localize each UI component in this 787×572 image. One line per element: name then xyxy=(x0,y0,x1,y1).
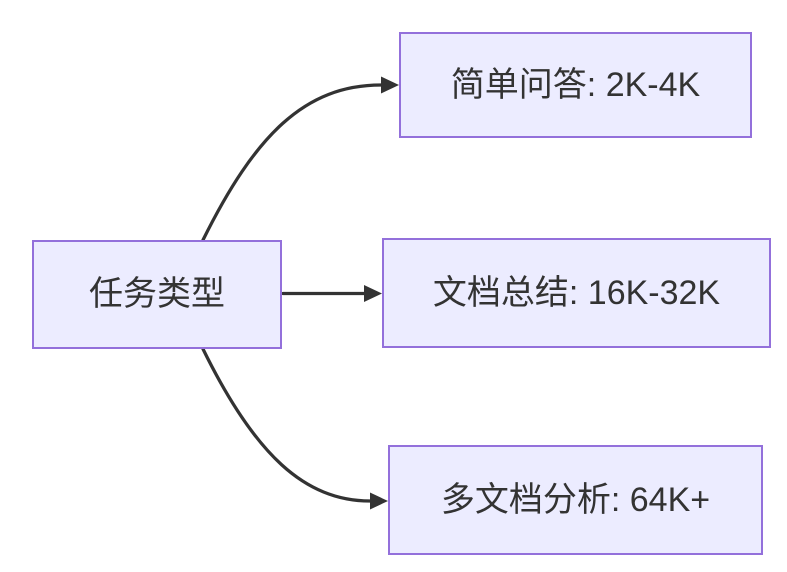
node-doc-summary: 文档总结: 16K-32K xyxy=(382,238,771,348)
edge-line xyxy=(201,347,372,503)
node-simple-qa: 简单问答: 2K-4K xyxy=(399,32,752,138)
edge-task-to-multi-doc xyxy=(201,347,388,510)
edge-line xyxy=(201,83,383,242)
node-doc-summary-label: 文档总结: 16K-32K xyxy=(432,273,721,312)
node-task-type: 任务类型 xyxy=(32,240,282,349)
node-multi-doc-analysis: 多文档分析: 64K+ xyxy=(388,445,763,555)
node-simple-qa-label: 简单问答: 2K-4K xyxy=(450,65,701,104)
node-multi-doc-analysis-label: 多文档分析: 64K+ xyxy=(440,480,711,519)
arrowhead-right-icon xyxy=(364,285,382,302)
node-task-type-label: 任务类型 xyxy=(89,275,225,314)
edge-task-to-doc-summary xyxy=(281,285,382,302)
arrowhead-right-icon xyxy=(381,76,399,94)
edge-task-to-simple-qa xyxy=(201,76,399,242)
arrowhead-right-icon xyxy=(370,492,388,510)
